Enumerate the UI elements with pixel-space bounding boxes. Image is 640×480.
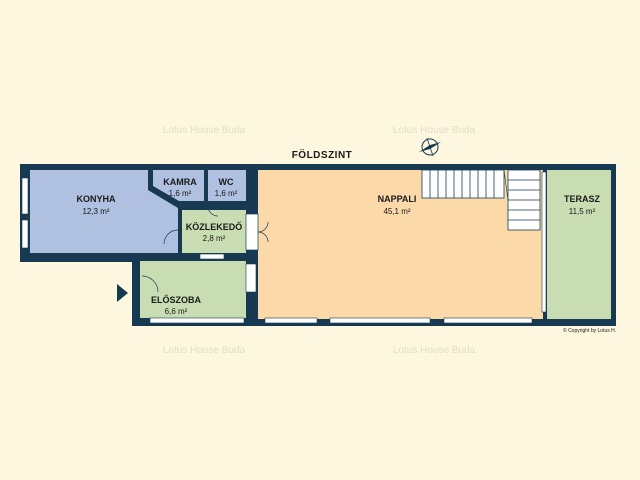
copyright-note: © Copyright by Lotus H.: [563, 327, 616, 334]
room-label-terasz: TERASZ: [564, 194, 601, 204]
entrance-arrow-icon: [117, 284, 128, 302]
room-area-konyha: 12,3 m²: [82, 207, 109, 216]
room-label-nappali: NAPPALI: [378, 194, 417, 204]
watermark-bottom-left: Lotus House Buda: [163, 345, 246, 356]
floor-title: FÖLDSZINT: [292, 148, 353, 161]
room-label-kozlekedo: KÖZLEKEDŐ: [186, 221, 243, 232]
room-wc: [208, 170, 246, 201]
doors: [141, 205, 269, 293]
staircase: [421, 169, 541, 231]
room-area-terasz: 11,5 m²: [569, 207, 596, 216]
room-kamra: [153, 170, 204, 201]
room-area-kozlekedo: 2,8 m²: [203, 234, 226, 243]
room-label-konyha: KONYHA: [76, 194, 116, 204]
room-konyha: [30, 170, 178, 253]
windows: [21, 171, 547, 324]
room-label-wc: WC: [219, 177, 234, 187]
room-label-kamra: KAMRA: [163, 177, 197, 187]
room-area-kamra: 1,6 m²: [169, 189, 192, 198]
room-area-eloszoba: 6,6 m²: [165, 307, 188, 316]
room-eloszoba: [140, 261, 246, 318]
room-label-eloszoba: ELŐSZOBA: [151, 294, 202, 305]
room-area-wc: 1,6 m²: [215, 189, 238, 198]
room-kozlekedo: [182, 210, 246, 253]
watermark-bottom-right: Lotus House Buda: [393, 345, 476, 356]
room-terasz: [547, 170, 611, 319]
compass-icon: [419, 137, 441, 157]
watermark-top-right: Lotus House Buda: [393, 125, 476, 136]
room-area-nappali: 45,1 m²: [383, 207, 410, 216]
watermark-top-left: Lotus House Buda: [163, 125, 246, 136]
